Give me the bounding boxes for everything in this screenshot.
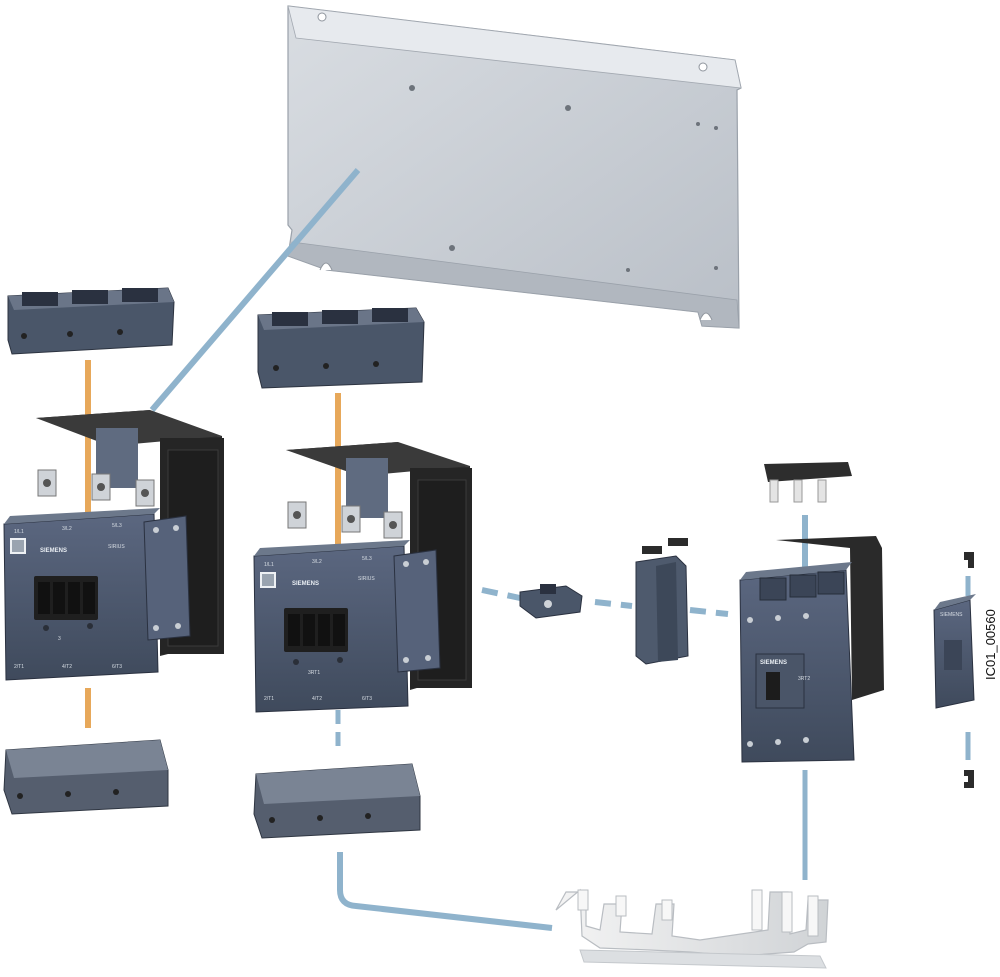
terminal-label: 6/T3: [362, 696, 372, 702]
terminal-label: 3/L2: [312, 559, 322, 565]
terminal-label: 2/T1: [14, 664, 24, 670]
brand-logo: SIEMENS: [292, 581, 319, 587]
busbar-connector-set: [555, 888, 829, 969]
link-guide-2: [594, 599, 633, 609]
model-label: 3RT2: [798, 676, 810, 682]
terminal-label: 3/L2: [62, 526, 72, 532]
terminal-cover-mid-top: [257, 307, 425, 389]
terminal-label: 1/L1: [14, 529, 24, 535]
relay-module: SIEMENS: [933, 552, 976, 788]
model-label: SIRIUS: [358, 576, 375, 582]
link-guide-3: [689, 607, 729, 617]
module-label: 3RT1: [308, 670, 320, 676]
terminal-label: 5/L3: [362, 556, 372, 562]
contactor-small: SIEMENS 3RT2: [739, 536, 884, 763]
terminal-label: 4/T2: [312, 696, 322, 702]
terminal-label: 5/L3: [112, 523, 122, 529]
terminal-label: 6/T3: [112, 664, 122, 670]
terminal-label: 1/L1: [264, 562, 274, 568]
busbar-guide-curve: [337, 852, 553, 931]
model-label: SIRIUS: [108, 544, 125, 550]
terminal-cover-mid-bottom: [253, 763, 421, 839]
module-label: 3: [58, 636, 61, 642]
terminal-cover-left-top: [7, 287, 175, 355]
contactor-left: 1/L1 3/L2 5/L3 SIEMENS SIRIUS 3 2/T1 4/T…: [3, 410, 224, 681]
contactor-mid: 1/L1 3/L2 5/L3 SIEMENS SIRIUS 3RT1 2/T1 …: [253, 442, 472, 713]
interlock-clip-pair: [635, 538, 689, 665]
plate-guide-line: [149, 168, 361, 412]
brand-logo: SIEMENS: [760, 660, 787, 666]
mounting-plate: [287, 5, 742, 329]
mechanical-interlock-connector: [519, 584, 583, 619]
link-guide-1: [481, 587, 521, 601]
terminal-label: 2/T1: [264, 696, 274, 702]
terminal-label: 4/T2: [62, 664, 72, 670]
figure-reference-code: IC01_00560: [983, 609, 998, 680]
terminal-cover-left-bottom: [3, 739, 169, 815]
brand-logo: SIEMENS: [40, 548, 67, 554]
link-bar: [764, 462, 852, 503]
brand-logo: SIEMENS: [940, 612, 963, 618]
